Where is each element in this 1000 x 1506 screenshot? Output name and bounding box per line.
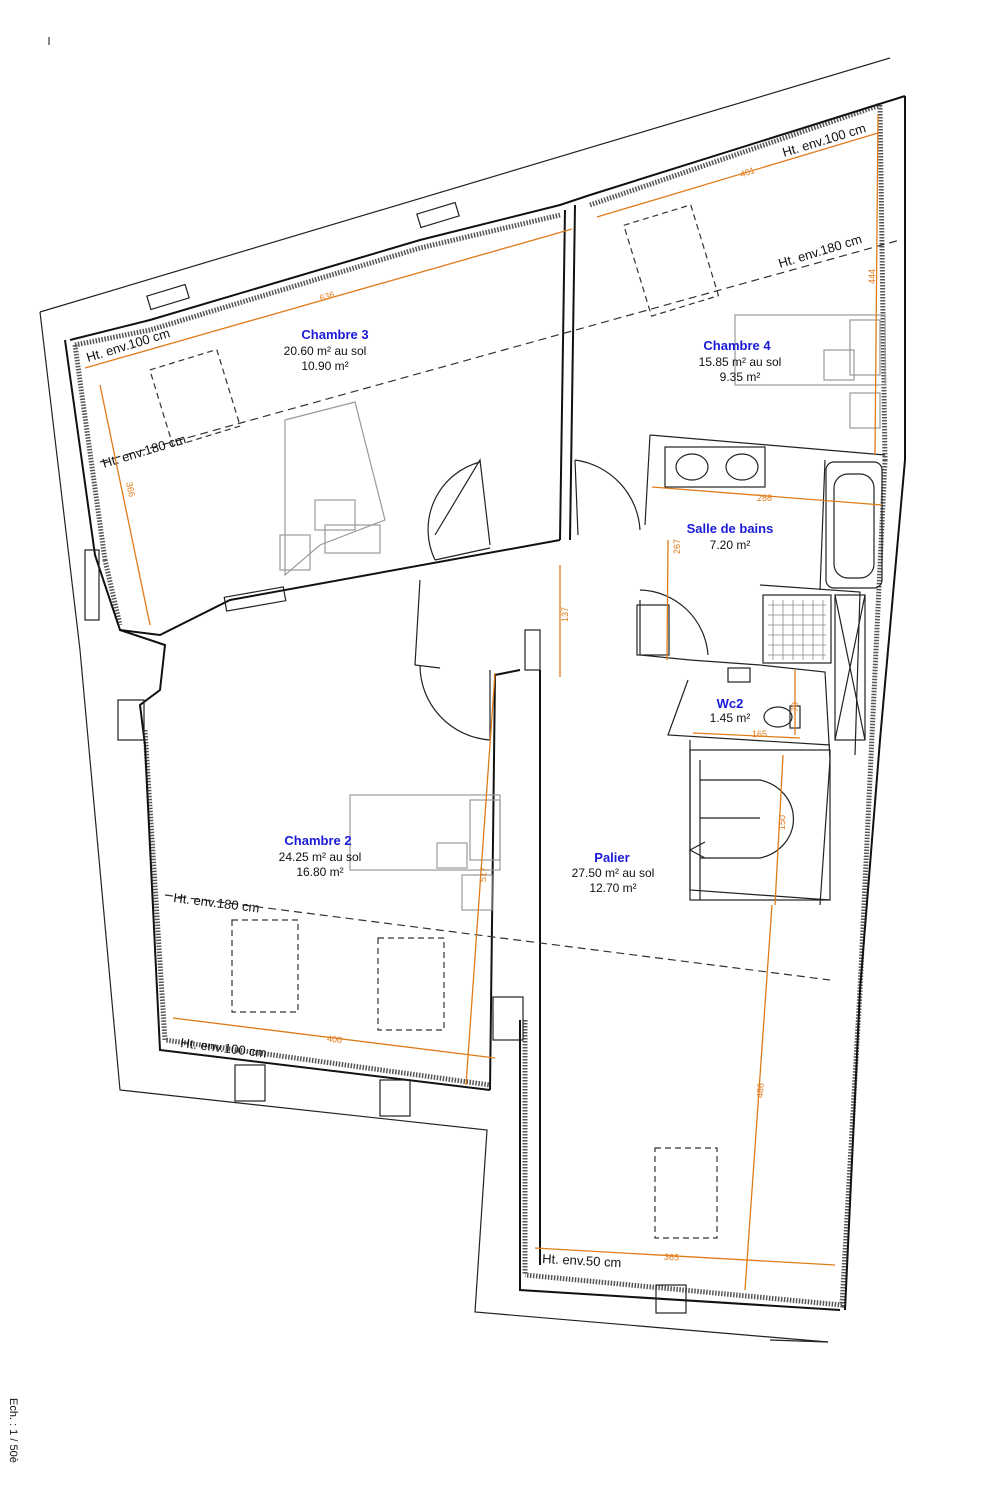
dim-sdb-width: 288 xyxy=(757,493,772,503)
room-area-wc2: 1.45 m² xyxy=(710,711,751,725)
height-c3-top: Ht. env.100 cm xyxy=(84,325,171,365)
outer-walls xyxy=(39,57,891,1343)
dim-c4-width: 401 xyxy=(739,165,756,179)
dim-corridor: 137 xyxy=(560,607,570,622)
ceiling-height-lines xyxy=(99,239,901,981)
shower-icon xyxy=(762,594,832,664)
room-labels: Chambre 3 20.60 m² au sol 10.90 m² Chamb… xyxy=(279,327,782,895)
room-area-chambre3-legal: 10.90 m² xyxy=(301,359,348,373)
room-name-palier: Palier xyxy=(594,850,629,865)
dim-palier-width: 365 xyxy=(664,1252,680,1263)
dim-palier-length: 486 xyxy=(755,1083,766,1099)
room-area-chambre2-legal: 16.80 m² xyxy=(296,865,343,879)
dim-palier-stair: 150 xyxy=(777,815,788,830)
dimension-lines xyxy=(84,114,883,1291)
windows xyxy=(84,201,687,1314)
dim-wc-height: 79 xyxy=(790,702,800,712)
room-name-salle-de-bains: Salle de bains xyxy=(687,521,774,536)
room-area-chambre2-floor: 24.25 m² au sol xyxy=(279,850,362,864)
room-area-palier-legal: 12.70 m² xyxy=(589,881,636,895)
room-name-wc2: Wc2 xyxy=(717,696,744,711)
sink-icon xyxy=(725,453,759,481)
dim-sdb-height: 267 xyxy=(672,539,682,554)
room-name-chambre2: Chambre 2 xyxy=(284,833,351,848)
scale-label: Ech. : 1 / 50è xyxy=(7,1398,19,1463)
dim-c2-width: 400 xyxy=(327,1033,343,1045)
furniture xyxy=(279,314,886,911)
room-name-chambre3: Chambre 3 xyxy=(301,327,368,342)
dim-c3-width: 636 xyxy=(318,289,335,303)
room-area-chambre4-legal: 9.35 m² xyxy=(720,370,761,384)
wc-sink-icon xyxy=(727,667,751,683)
height-c2-mid: Ht. env.180 cm xyxy=(173,890,261,915)
skylights xyxy=(149,204,720,1239)
bathtub-icon xyxy=(825,461,883,589)
dim-c3-height: 366 xyxy=(124,481,137,498)
sink-icon xyxy=(675,453,709,481)
height-c4-mid: Ht. env.180 cm xyxy=(776,231,863,271)
room-area-chambre4-floor: 15.85 m² au sol xyxy=(699,355,782,369)
height-palier-bottom: Ht. env.50 cm xyxy=(542,1251,622,1270)
dimension-labels: 636 366 401 444 288 267 137 165 79 517 4… xyxy=(124,165,877,1262)
toilet-icon xyxy=(763,706,793,728)
dim-c4-height: 444 xyxy=(867,269,877,284)
room-name-chambre4: Chambre 4 xyxy=(703,338,771,353)
interior-walls xyxy=(64,95,906,1311)
room-area-salle-de-bains: 7.20 m² xyxy=(710,538,751,552)
height-labels: Ht. env.100 cm Ht. env.180 cm Ht. env.10… xyxy=(84,120,867,1270)
dim-wc-width: 165 xyxy=(752,729,767,739)
doors xyxy=(419,459,709,1041)
room-area-palier-floor: 27.50 m² au sol xyxy=(572,866,655,880)
staircase xyxy=(688,749,831,901)
insulated-walls xyxy=(72,102,888,1308)
room-area-chambre3-floor: 20.60 m² au sol xyxy=(284,344,367,358)
bathroom-fixtures xyxy=(664,446,883,741)
dim-c2-height: 517 xyxy=(478,867,489,883)
